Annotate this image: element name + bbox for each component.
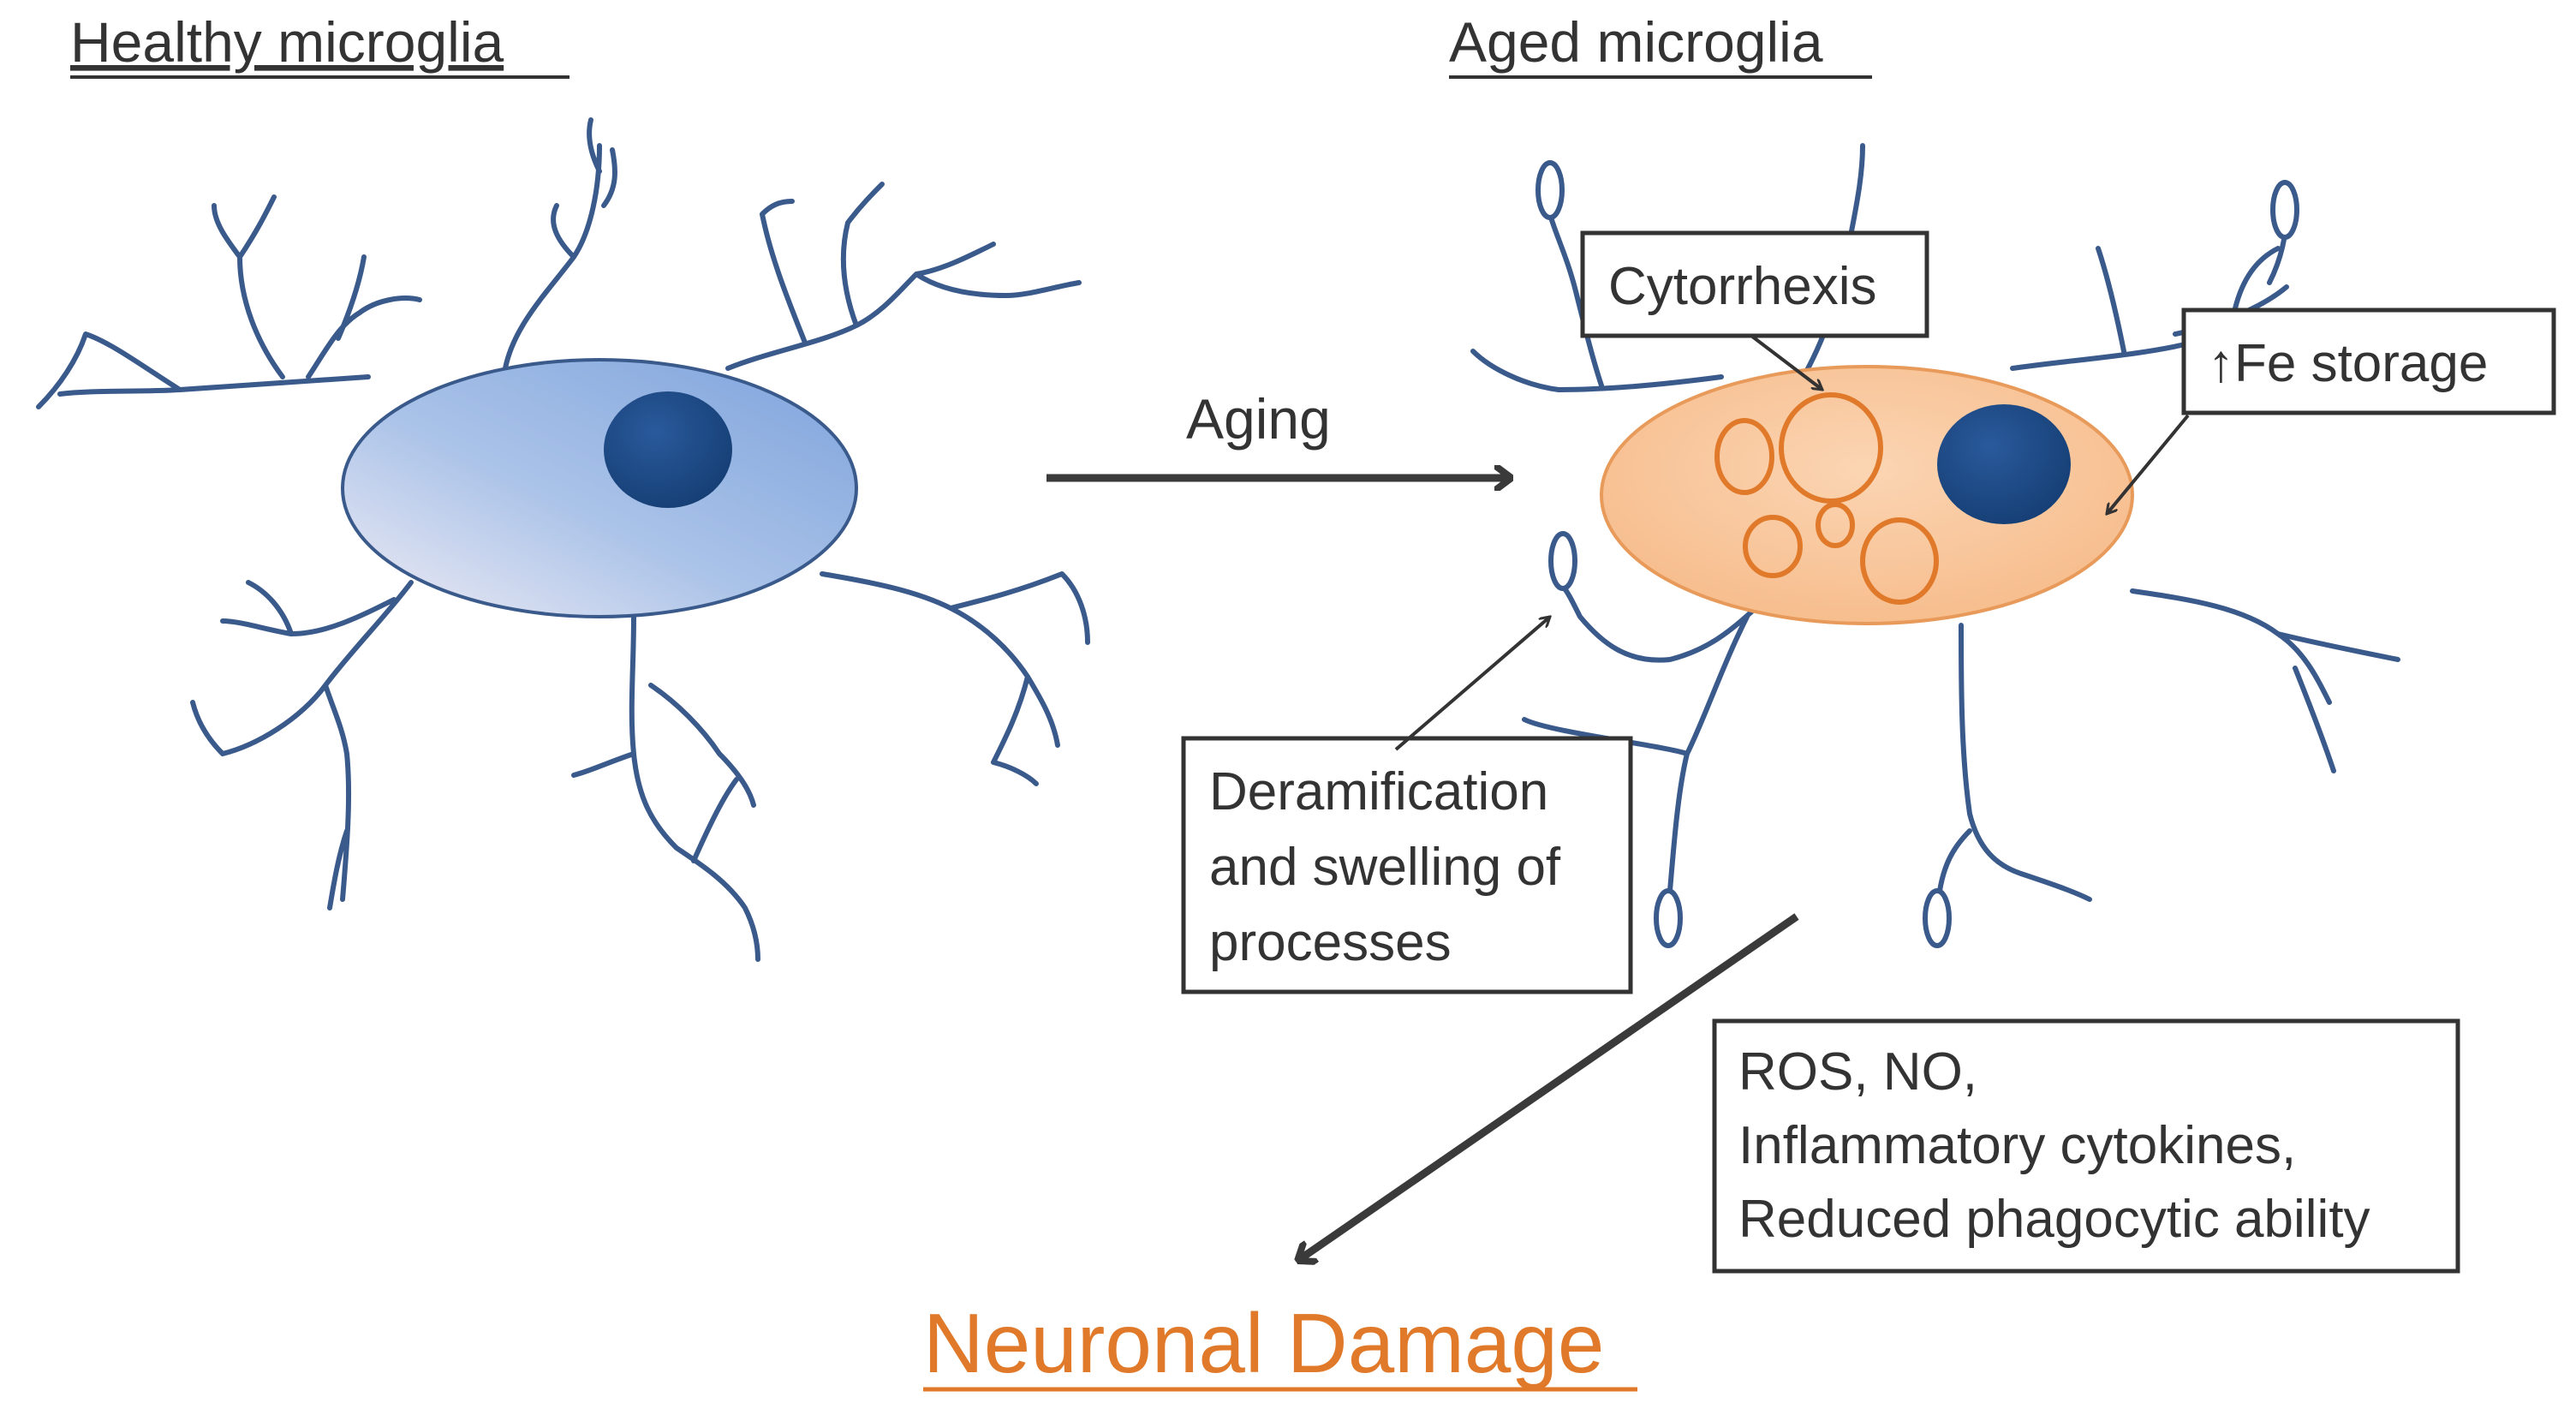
vacuoles xyxy=(1714,392,1939,605)
outcome-label: Neuronal Damage xyxy=(923,1296,1604,1390)
healthy-process-lower-right xyxy=(820,571,1090,786)
swelling-tip xyxy=(1923,888,1952,948)
healthy-process-lower-left xyxy=(190,580,414,911)
deramification-box xyxy=(1181,736,1633,994)
aging-label: Aging xyxy=(1186,387,1331,451)
aged-process-lower-right xyxy=(2130,588,2400,773)
deramification-pointer xyxy=(1394,617,1550,751)
vacuole xyxy=(1779,392,1883,504)
swelling-tip xyxy=(1535,160,1565,220)
deramification-line-2: and swelling of xyxy=(1209,838,1561,897)
cytorrhexis-pointer xyxy=(1750,334,1822,390)
cytorrhexis-callout: Cytorrhexis xyxy=(1580,230,1929,390)
deramification-line-1: Deramification xyxy=(1209,762,1548,821)
healthy-microglia-cell xyxy=(36,117,1090,962)
healthy-processes xyxy=(36,117,1090,962)
healthy-nucleus xyxy=(604,391,732,508)
fe-storage-label: ↑Fe storage xyxy=(2208,334,2488,393)
effects-line-2: Inflammatory cytokines, xyxy=(1738,1116,2296,1175)
effects-line-3: Reduced phagocytic ability xyxy=(1738,1190,2370,1249)
fe-storage-box xyxy=(2181,307,2556,415)
effects-line-1: ROS, NO, xyxy=(1738,1042,1977,1102)
swelling-tip xyxy=(1548,531,1577,591)
swollen-tips xyxy=(1535,160,2299,948)
fe-storage-callout: ↑Fe storage xyxy=(2107,307,2556,514)
aged-nucleus xyxy=(1937,404,2071,524)
aged-process-lower-middle xyxy=(1937,623,2092,902)
healthy-process-upper-right xyxy=(725,182,1082,371)
healthy-process-upper-middle xyxy=(503,117,617,371)
aged-process-upper-left xyxy=(1470,212,1724,392)
vacuole xyxy=(1743,515,1803,578)
cytorrhexis-label: Cytorrhexis xyxy=(1608,257,1877,316)
healthy-process-lower-middle xyxy=(571,614,760,962)
swelling-tip xyxy=(2270,180,2299,240)
effects-callout: ROS, NO, Inflammatory cytokines, Reduced… xyxy=(1712,1018,2460,1274)
vacuole xyxy=(1816,502,1855,548)
healthy-process-upper-left xyxy=(36,194,422,409)
deramification-line-3: processes xyxy=(1209,913,1452,972)
healthy-heading: Healthy microglia xyxy=(70,10,504,74)
aged-heading: Aged microglia xyxy=(1449,10,1823,74)
vacuole xyxy=(1860,517,1939,605)
swelling-tip xyxy=(1654,888,1683,948)
aged-microglia-cell xyxy=(1470,143,2400,948)
deramification-callout: Deramification and swelling of processes xyxy=(1181,617,1633,994)
effects-box xyxy=(1712,1018,2460,1274)
vacuole xyxy=(1714,418,1774,495)
damage-arrow xyxy=(1297,913,1799,1261)
healthy-cell-body xyxy=(341,358,858,618)
cytorrhexis-box xyxy=(1580,230,1929,338)
fe-storage-pointer xyxy=(2107,414,2190,514)
